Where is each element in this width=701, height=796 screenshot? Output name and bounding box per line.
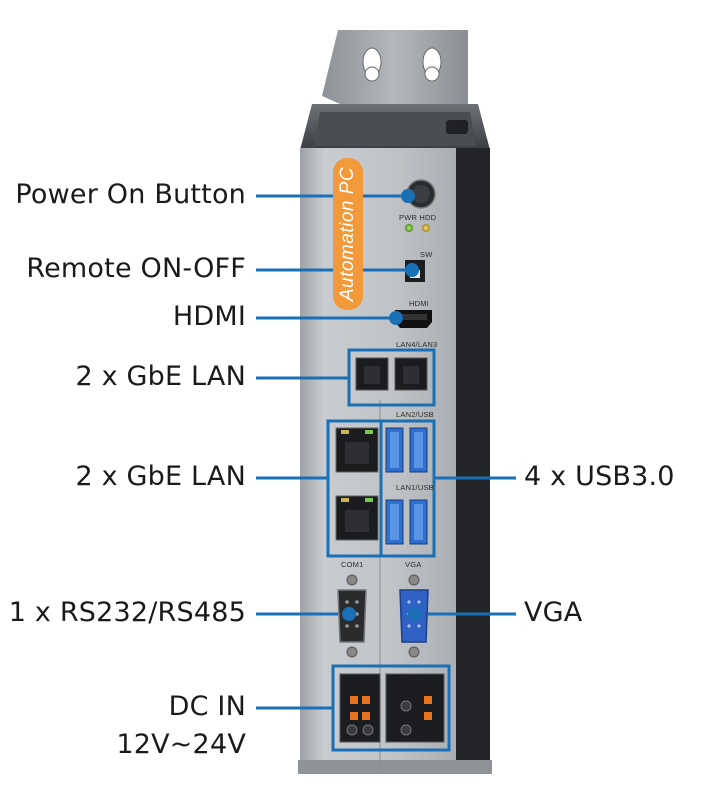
chassis-side-heatsink	[456, 148, 490, 772]
lan-ports-top	[355, 357, 428, 391]
hdd-led-icon	[422, 224, 430, 232]
lan2usb-label: LAN2/USB	[396, 410, 434, 419]
com1-label: COM1	[341, 560, 364, 569]
hdmi-panel-label: HDMI	[409, 299, 429, 308]
hdmi-port	[395, 310, 432, 328]
callout-power-button: Power On Button	[15, 179, 246, 210]
callout-lan-top: 2 x GbE LAN	[75, 361, 246, 392]
vga-panel-label: VGA	[405, 560, 422, 569]
callout-dc-voltage: 12V~24V	[116, 729, 246, 760]
callout-remote-switch: Remote ON-OFF	[26, 253, 246, 284]
callout-usb: 4 x USB3.0	[524, 461, 675, 492]
callout-hdmi: HDMI	[172, 301, 246, 332]
sw-label: SW	[420, 250, 433, 259]
callout-dc-in: DC IN	[168, 691, 246, 722]
usb-ports	[385, 427, 428, 545]
lan1usb-label: LAN1/USB	[396, 483, 434, 492]
pwr-hdd-label: PWR HDD	[399, 213, 437, 222]
callout-lan-bottom: 2 x GbE LAN	[75, 461, 246, 492]
callout-endpoint-dots	[342, 189, 422, 621]
pwr-led-icon	[405, 224, 413, 232]
dc-in-terminal	[339, 673, 445, 743]
lan-ports-bottom	[335, 427, 379, 541]
callout-serial: 1 x RS232/RS485	[8, 597, 246, 628]
lan43-label: LAN4/LAN3	[396, 340, 438, 349]
brand-text: Automation PC	[337, 166, 358, 302]
mounting-bracket	[322, 30, 468, 104]
brand-badge: Automation PC	[333, 158, 363, 310]
callout-vga: VGA	[524, 597, 583, 628]
